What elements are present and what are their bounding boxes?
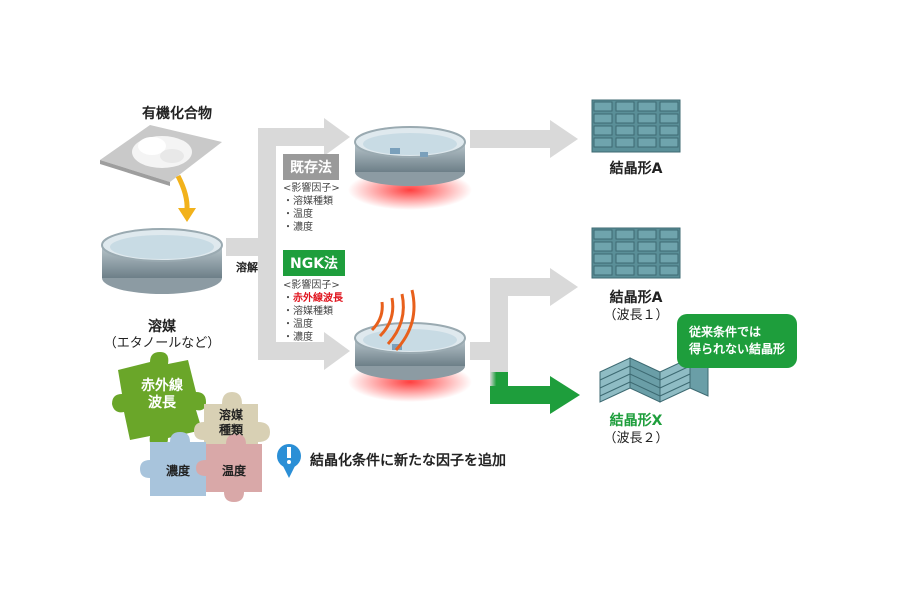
puzzle-solvent-type bbox=[194, 392, 270, 458]
crystal-a-mid-label: 結晶形A bbox=[609, 290, 663, 306]
crystal-a-top-label: 結晶形A bbox=[609, 161, 663, 177]
dissolve-label: 溶解 bbox=[236, 261, 258, 274]
crystal-a-mid-sub: （波長１） bbox=[603, 308, 669, 323]
ngk-method-factors: <影響因子> ・赤外線波長 ・溶媒種類 ・温度 ・濃度 bbox=[283, 279, 343, 344]
factor-item: ・溶媒種類 bbox=[283, 306, 333, 317]
puzzle-infrared-label: 赤外線 波長 bbox=[130, 378, 194, 412]
crystal-a-top-illustration bbox=[591, 99, 681, 153]
puzzle-concentration bbox=[140, 432, 216, 496]
crystal-x-sub: （波長２） bbox=[603, 431, 669, 446]
gray-branch-arrows bbox=[226, 118, 578, 370]
crystal-a-mid-illustration bbox=[591, 227, 681, 279]
callout-line: 得られない結晶形 bbox=[689, 342, 786, 356]
existing-method-factors: <影響因子> ・溶媒種類 ・温度 ・濃度 bbox=[283, 182, 340, 234]
puzzle-solvent-line1: 溶媒 bbox=[218, 408, 243, 422]
factor-item-highlight: ・赤外線波長 bbox=[283, 293, 343, 304]
note-text: 結晶化条件に新たな因子を追加 bbox=[310, 453, 506, 469]
factor-item: ・温度 bbox=[283, 319, 313, 330]
info-pin-icon bbox=[277, 444, 301, 478]
puzzle-temperature bbox=[196, 434, 262, 502]
organic-compound-label: 有機化合物 bbox=[142, 106, 212, 122]
solvent-label: 溶媒 bbox=[148, 319, 176, 335]
puzzle-temperature-label: 温度 bbox=[221, 464, 246, 478]
factor-item: ・溶媒種類 bbox=[283, 196, 333, 207]
factor-item: ・温度 bbox=[283, 209, 313, 220]
factors-title: <影響因子> bbox=[283, 183, 340, 194]
puzzle-solvent-type-label: 溶媒 種類 bbox=[206, 408, 256, 438]
ngk-method-tag: NGK法 bbox=[283, 250, 346, 276]
solvent-dish bbox=[101, 228, 223, 294]
factor-item: ・濃度 bbox=[283, 332, 313, 343]
green-arrow bbox=[490, 358, 580, 414]
ngk-method-dish bbox=[348, 322, 472, 402]
existing-method-dish bbox=[348, 126, 472, 210]
yellow-arrow bbox=[175, 174, 196, 222]
callout-line: 従来条件では bbox=[689, 325, 762, 339]
crystal-x-label: 結晶形X bbox=[609, 413, 663, 429]
puzzle-concentration-label: 濃度 bbox=[165, 464, 190, 478]
organic-compound-illustration bbox=[100, 125, 222, 186]
puzzle-infrared-line2: 波長 bbox=[148, 395, 176, 411]
infrared-waves-icon bbox=[370, 289, 416, 352]
factors-title: <影響因子> bbox=[283, 280, 340, 291]
puzzle-solvent-line2: 種類 bbox=[218, 423, 243, 437]
infrared-wavelength-factor: 赤外線波長 bbox=[293, 293, 343, 304]
puzzle-infrared bbox=[112, 352, 206, 448]
existing-method-tag: 既存法 bbox=[283, 154, 339, 180]
factor-item: ・濃度 bbox=[283, 222, 313, 233]
new-crystal-callout: 従来条件では 得られない結晶形 bbox=[677, 314, 798, 368]
puzzle-infrared-line1: 赤外線 bbox=[141, 378, 183, 394]
solvent-example: （エタノールなど） bbox=[103, 336, 221, 351]
